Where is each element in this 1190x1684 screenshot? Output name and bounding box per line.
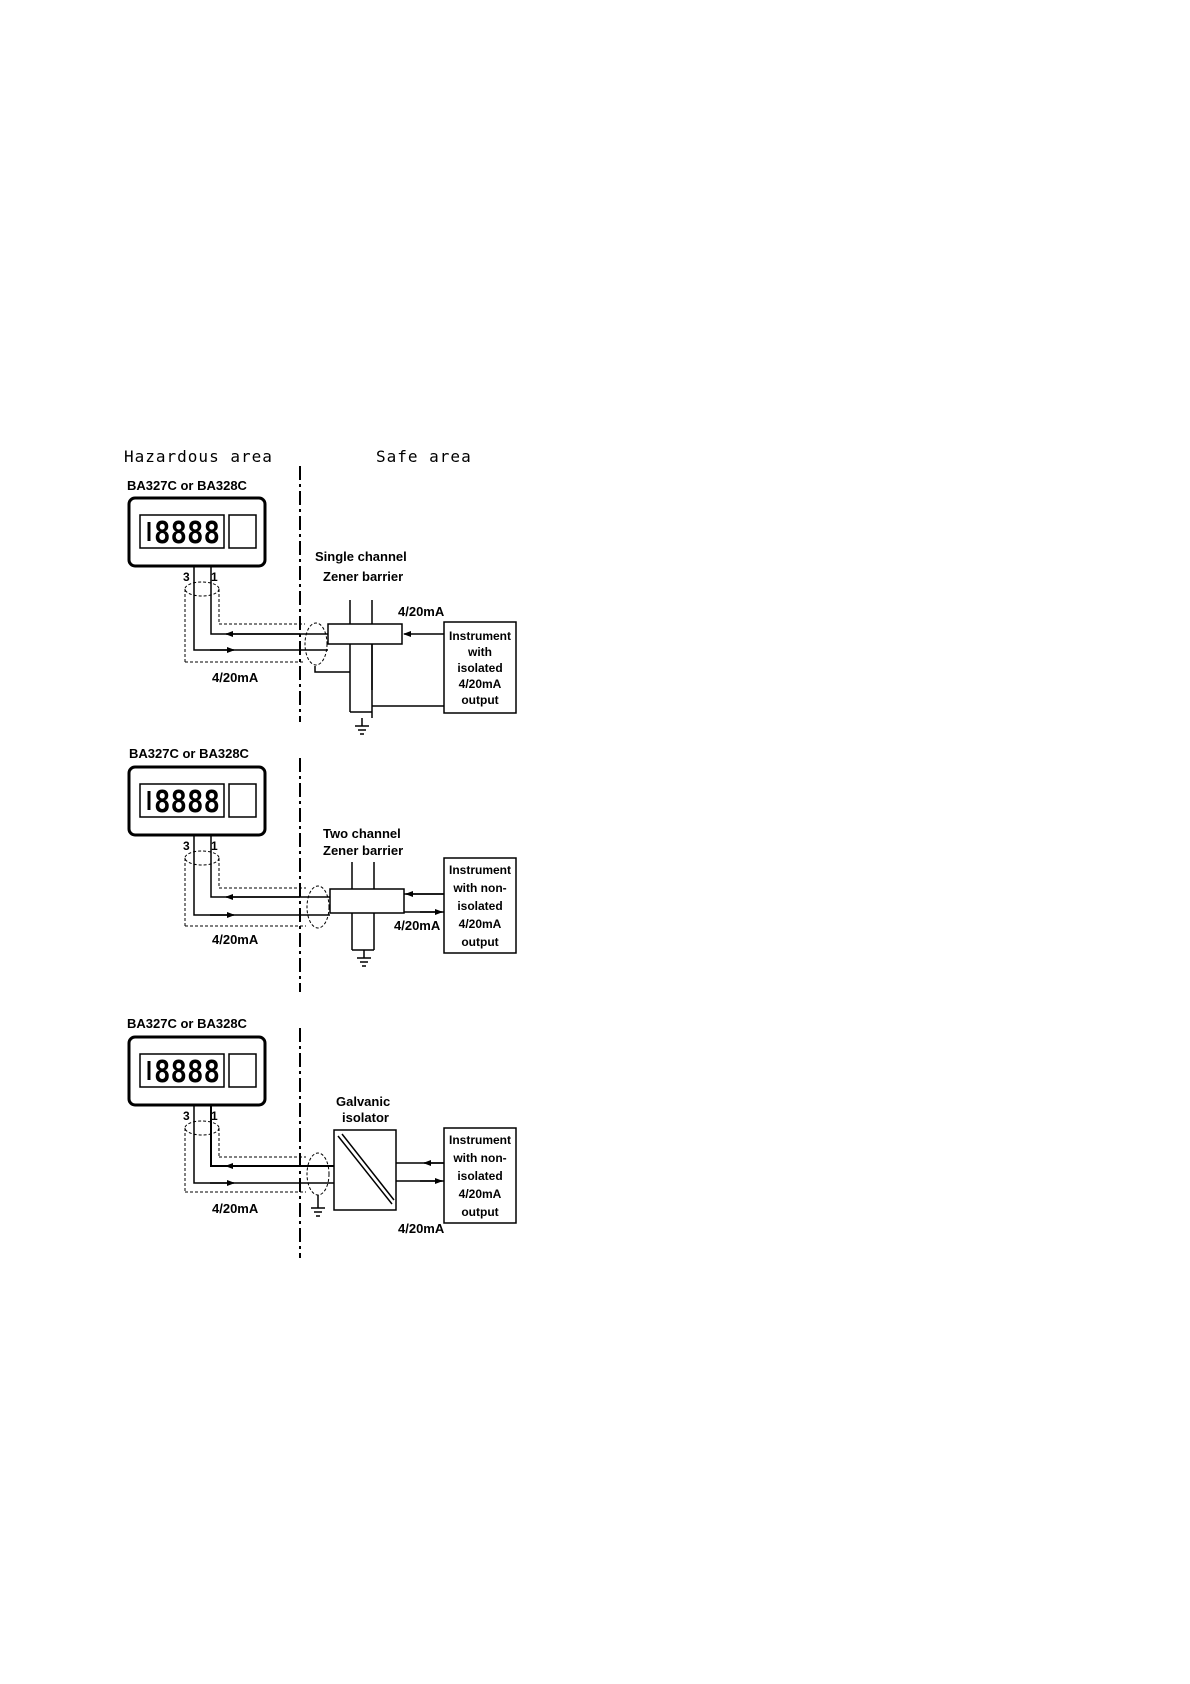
barrier-label-line1: Single channel	[315, 549, 407, 564]
device-label: BA327C or BA328C	[127, 1016, 248, 1031]
loop-current-label: 4/20mA	[212, 932, 259, 947]
units-window	[228, 783, 257, 818]
instrument-line-4: 4/20mA	[459, 917, 502, 931]
lcd-window	[139, 783, 225, 818]
barrier-current-label: 4/20mA	[398, 604, 445, 619]
instrument-line-2: with non-	[452, 1151, 506, 1165]
indicator-body	[127, 765, 267, 837]
instrument-line-3: isolated	[457, 899, 502, 913]
cable-screen-top	[184, 581, 220, 597]
instrument-line-1: Instrument	[449, 863, 511, 877]
lcd-window	[139, 1053, 225, 1088]
instrument-line-4: 4/20mA	[459, 1187, 502, 1201]
zener-barrier	[327, 623, 403, 645]
lcd-window	[139, 514, 225, 549]
instrument-line-1: Instrument	[449, 629, 511, 643]
lcd-digits: 8888	[154, 516, 220, 551]
diagram-3-galvanic-isolator: BA327C or BA328C 8888 3 1 Galvanic isola…	[127, 1016, 517, 1236]
barrier-label-line2: isolator	[342, 1110, 389, 1125]
instrument-line-2: with	[467, 645, 492, 659]
terminal-3-label: 3	[183, 570, 190, 584]
barrier-label-line1: Two channel	[323, 826, 401, 841]
return-wire	[193, 1105, 334, 1184]
terminal-1-label: 1	[211, 839, 218, 853]
indicator-body	[127, 1035, 267, 1107]
instrument-line-3: isolated	[457, 661, 502, 675]
diagram-1-single-channel-zener: BA327C or BA328C 8888 3 1 Single channel…	[127, 478, 517, 735]
diagram-2-two-channel-zener: BA327C or BA328C 8888 3 1 Two channel Ze…	[127, 746, 517, 967]
device-label: BA327C or BA328C	[127, 478, 248, 493]
lcd-digits: 8888	[154, 1055, 220, 1090]
instrument-box	[443, 621, 517, 714]
cable-screen-barrier	[306, 1152, 330, 1196]
isolator-barrier-line-b	[341, 1133, 395, 1201]
instrument-line-3: isolated	[457, 1169, 502, 1183]
barrier-label-line1: Galvanic	[336, 1094, 390, 1109]
device-label: BA327C or BA328C	[129, 746, 250, 761]
terminal-3-label: 3	[183, 1109, 190, 1123]
zener-barrier	[329, 888, 405, 914]
instrument-line-5: output	[461, 1205, 498, 1219]
terminal-1-label: 1	[211, 1109, 218, 1123]
return-wire	[193, 835, 330, 916]
terminal-3-label: 3	[183, 839, 190, 853]
loop-current-label: 4/20mA	[212, 670, 259, 685]
isolator-barrier-line-a	[337, 1135, 393, 1205]
indicator-body	[127, 496, 267, 568]
terminal-1-label: 1	[211, 570, 218, 584]
return-wire	[193, 566, 328, 651]
loop-current-label: 4/20mA	[212, 1201, 259, 1216]
safe-area-heading: Safe area	[376, 447, 472, 466]
barrier-label-line2: Zener barrier	[323, 569, 403, 584]
instrument-line-2: with non-	[452, 881, 506, 895]
instrument-box	[443, 1127, 517, 1224]
instrument-line-5: output	[461, 935, 498, 949]
hazardous-area-heading: Hazardous area	[124, 447, 273, 466]
instrument-line-1: Instrument	[449, 1133, 511, 1147]
barrier-current-label: 4/20mA	[398, 1221, 445, 1236]
barrier-return	[314, 666, 350, 673]
lcd-digits: 8888	[154, 785, 220, 820]
units-window	[228, 1053, 257, 1088]
instrument-box	[443, 857, 517, 954]
cable-screen-barrier	[304, 622, 328, 666]
instrument-line-4: 4/20mA	[459, 677, 502, 691]
units-window	[228, 514, 257, 549]
cable-screen-top	[184, 1120, 220, 1136]
instrument-line-5: output	[461, 693, 498, 707]
barrier-current-label: 4/20mA	[394, 918, 441, 933]
cable-screen-barrier	[306, 885, 330, 929]
barrier-label-line2: Zener barrier	[323, 843, 403, 858]
cable-screen-top	[184, 850, 220, 866]
